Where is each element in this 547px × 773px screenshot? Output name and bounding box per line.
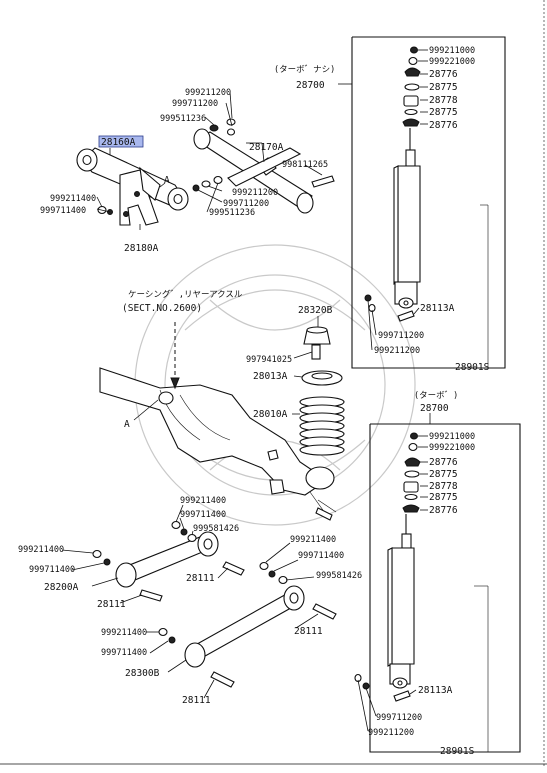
- lower-links-assembly: [61, 504, 337, 699]
- shock1-body: [393, 128, 421, 309]
- label-shock1-bolt: 28113A: [420, 303, 455, 314]
- label-shock2-stack-2: 28776: [429, 457, 458, 468]
- label-spring-bolt: 997941025: [246, 355, 292, 365]
- label-shock1-28700: 28700: [296, 80, 325, 91]
- label-top-bushing: 999511236: [160, 114, 206, 124]
- label-rear-link-washer: 999711400: [101, 648, 147, 658]
- coil-spring-shape: [299, 396, 345, 456]
- label-front-bolt-left: 28111: [97, 599, 126, 610]
- label-shock1-washer: 999711200: [378, 331, 424, 341]
- label-axle-note-2: (SECT.NO.2600): [122, 303, 202, 314]
- label-shock2-stack-4: 28778: [429, 481, 458, 492]
- spring-assembly: [292, 316, 345, 456]
- axle-pivot-bushing: [158, 391, 174, 405]
- shock-turbo-assembly: [354, 413, 521, 753]
- label-no-turbo-header: (ターボ゛ナシ): [274, 65, 335, 75]
- label-top-nut: 999211200: [185, 88, 231, 98]
- label-shock2-stack-5: 28775: [429, 492, 458, 503]
- label-28180a: 28180A: [124, 243, 159, 254]
- label-axle-note-1: ケーシング゛,リヤーアクスル: [128, 289, 243, 300]
- bolt-28111-b: [222, 561, 245, 576]
- label-rear-washer: 999711400: [298, 551, 344, 561]
- label-front-bushing: 999581426: [193, 524, 239, 534]
- label-shock2-stack-1: 999221000: [429, 443, 475, 453]
- label-rear-link-nut: 999211400: [101, 628, 147, 638]
- label-28160a: 28160A: [101, 137, 136, 148]
- label-rear-bushing: 999581426: [316, 571, 362, 581]
- label-shock2-stack-0: 999211000: [429, 432, 475, 442]
- rear-link-28300b: [189, 591, 299, 661]
- label-rear-nut: 999211400: [290, 535, 336, 545]
- shock2-bolt-shape: [393, 690, 411, 702]
- label-shock2-nut: 999211200: [368, 728, 414, 738]
- axle-housing-assembly: [99, 322, 337, 521]
- label-shock1-stack-4: 28778: [429, 95, 458, 106]
- label-shock2-kit: 28901S: [440, 746, 475, 757]
- label-right-bushing: 999511236: [209, 208, 255, 218]
- label-shock1-stack-3: 28775: [429, 82, 458, 93]
- highlight-28160a: [98, 135, 144, 148]
- label-coil-spring: 28010A: [253, 409, 288, 420]
- label-rod-bolt: 998111265: [282, 160, 328, 170]
- label-shock1-stack-2: 28776: [429, 69, 458, 80]
- label-right-nut: 999211200: [232, 188, 278, 198]
- label-shock1-stack-0: 999211000: [429, 46, 475, 56]
- label-rear-bolt-bottom: 28111: [182, 695, 211, 706]
- label-pivot-a-axle: A: [124, 419, 130, 430]
- label-rod-28170a: 28170A: [249, 142, 284, 153]
- label-shock2-stack-6: 28776: [429, 505, 458, 516]
- axle-housing-shape: [99, 367, 321, 496]
- bolt-28111-d: [210, 671, 235, 688]
- label-left-washer: 999711400: [40, 206, 86, 216]
- label-upper-nut: 999211400: [180, 496, 226, 506]
- bolt-28111-c: [312, 603, 337, 620]
- label-front-washer: 999711400: [29, 565, 75, 575]
- label-pivot-a-upper: A: [164, 175, 170, 186]
- label-shock1-nut: 999211200: [374, 346, 420, 356]
- label-shock2-washer: 999711200: [376, 713, 422, 723]
- rod-bolt-shape: [311, 175, 335, 188]
- label-shock2-28700: 28700: [420, 403, 449, 414]
- label-left-nut: 999211400: [50, 194, 96, 204]
- label-top-washer: 999711200: [172, 99, 218, 109]
- label-right-washer: 999711200: [223, 199, 269, 209]
- label-front-link: 28200A: [44, 582, 79, 593]
- label-shock1-stack-6: 28776: [429, 120, 458, 131]
- shock2-body: [387, 514, 415, 689]
- label-rear-link: 28300B: [125, 668, 160, 679]
- label-shock1-stack-1: 999221000: [429, 57, 475, 67]
- label-shock1-kit: 28901S: [455, 362, 490, 373]
- upper-arm-assembly: [76, 91, 335, 230]
- label-upper-washer: 999711400: [180, 510, 226, 520]
- label-spring-seat: 28013A: [253, 371, 288, 382]
- spring-bolt-shape: [311, 344, 321, 360]
- label-turbo-header: (ターボ゛): [414, 391, 458, 401]
- shock1-top-stack: [402, 46, 421, 127]
- label-rear-bolt-right: 28111: [294, 626, 323, 637]
- shock1-bolt-shape: [397, 310, 415, 322]
- label-shock2-stack-3: 28775: [429, 469, 458, 480]
- label-shock2-bolt: 28113A: [418, 685, 453, 696]
- label-front-nut: 999211400: [18, 545, 64, 555]
- shock2-top-stack: [402, 432, 421, 513]
- shock-no-turbo-assembly: [338, 36, 506, 369]
- label-front-bolt-right: 28111: [186, 573, 215, 584]
- bolt-28111-a: [139, 589, 163, 602]
- label-bump-stop: 28320B: [298, 305, 333, 316]
- label-shock1-stack-5: 28775: [429, 107, 458, 118]
